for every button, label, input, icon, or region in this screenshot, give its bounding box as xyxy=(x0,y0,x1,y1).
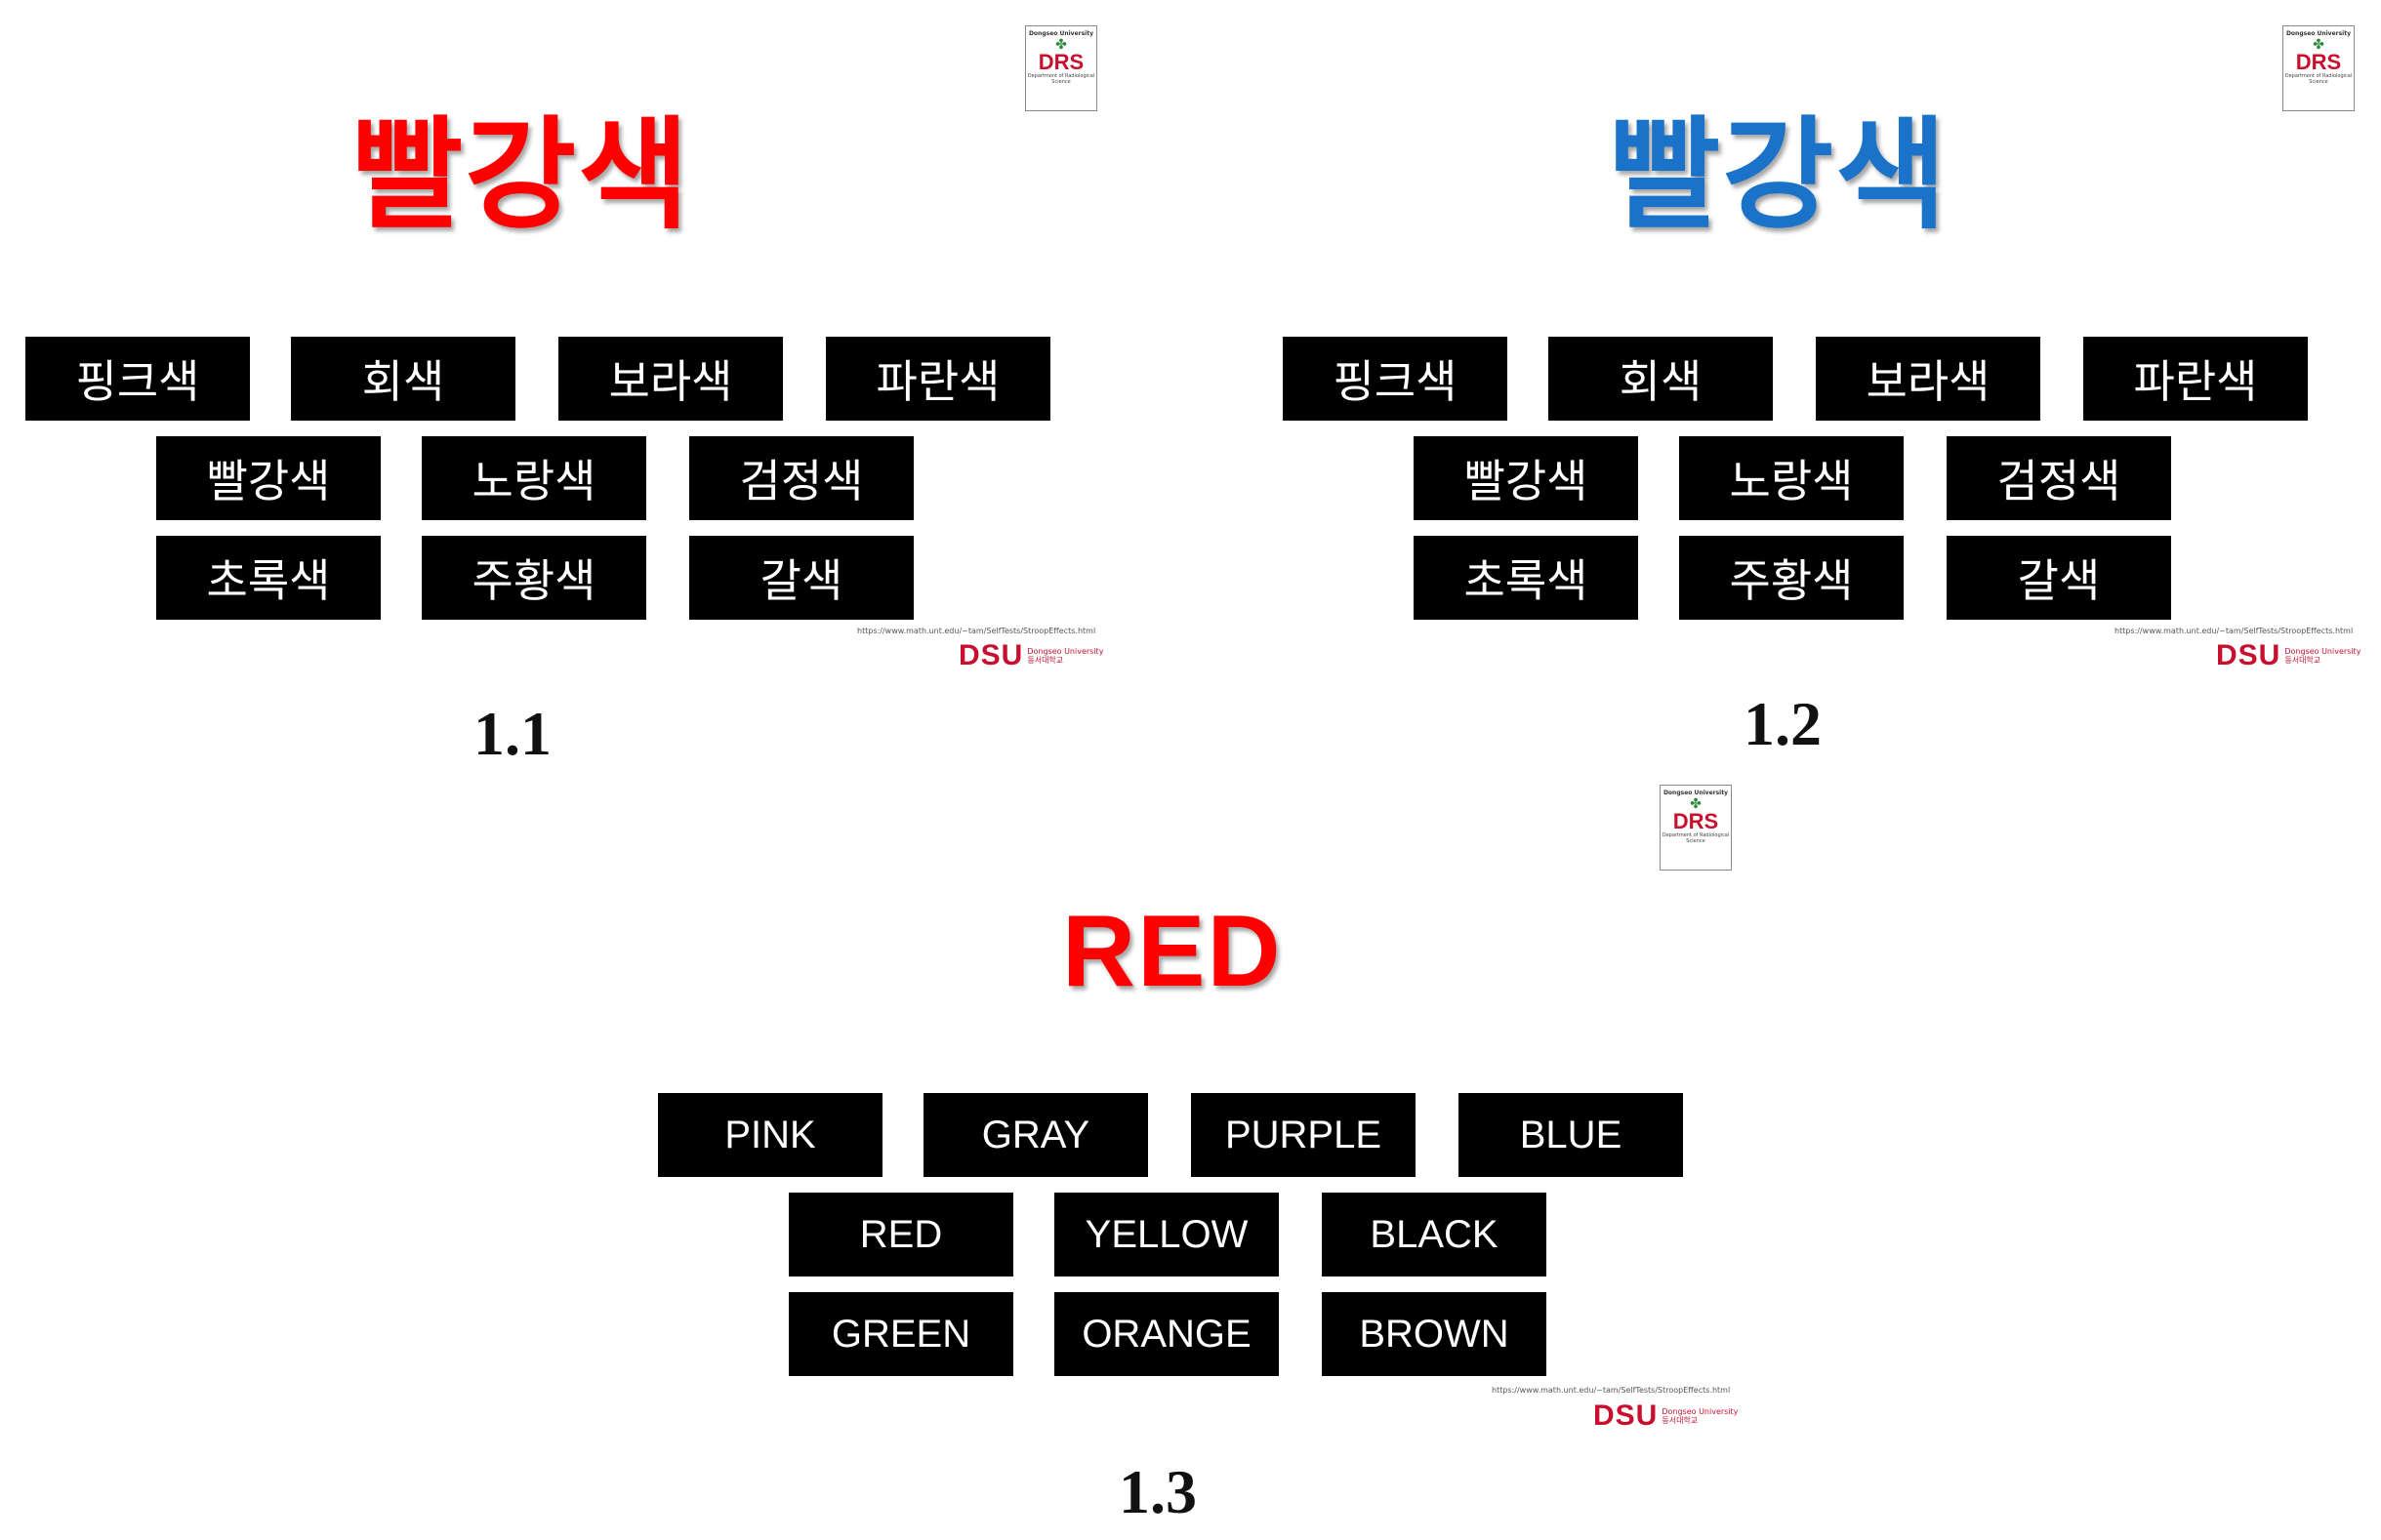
word-tile[interactable]: 초록색 xyxy=(156,536,381,620)
dsu-logo: DSU Dongseo University 동서대학교 xyxy=(1593,1399,1738,1433)
molecule-icon: ✤ xyxy=(1055,37,1067,53)
word-tile[interactable]: YELLOW xyxy=(1054,1193,1279,1277)
word-tile[interactable]: 핑크색 xyxy=(1283,337,1507,421)
drs-logo: Dongseo University ✤ DRS Department of R… xyxy=(2282,25,2355,111)
dsu-logo-mark: DSU xyxy=(1593,1399,1659,1432)
stimulus-word: 빨강색 xyxy=(351,105,692,246)
word-tile[interactable]: 회색 xyxy=(1548,337,1773,421)
stroop-panel-1-1: Dongseo University ✤ DRS Department of R… xyxy=(0,0,1171,768)
word-tile[interactable]: ORANGE xyxy=(1054,1292,1279,1376)
stroop-panel-1-2: Dongseo University ✤ DRS Department of R… xyxy=(1257,0,2381,758)
source-url: https://www.math.unt.edu/~tam/SelfTests/… xyxy=(857,627,1096,635)
dsu-logo: DSU Dongseo University 동서대학교 xyxy=(959,639,1103,672)
word-tile[interactable]: 파란색 xyxy=(826,337,1050,421)
word-tile-grid: 핑크색 회색 보라색 파란색 빨강색 노랑색 검정색 초록색 주황색 갈색 xyxy=(1283,337,2357,629)
word-tile[interactable]: 보라색 xyxy=(558,337,783,421)
panel-label: 1.3 xyxy=(1119,1457,1197,1526)
source-url: https://www.math.unt.edu/~tam/SelfTests/… xyxy=(1492,1386,1731,1395)
molecule-icon: ✤ xyxy=(1690,796,1702,812)
word-tile[interactable]: BROWN xyxy=(1322,1292,1546,1376)
stimulus-word: RED xyxy=(1062,895,1283,1008)
stimulus-word: 빨강색 xyxy=(1609,105,1950,246)
word-tile[interactable]: 노랑색 xyxy=(1679,436,1904,520)
drs-logo-top-text: Dongseo University xyxy=(1028,30,1094,37)
drs-logo-mark: DRS xyxy=(1038,50,1085,74)
word-tile[interactable]: 보라색 xyxy=(1816,337,2040,421)
word-tile[interactable]: 핑크색 xyxy=(25,337,250,421)
source-url: https://www.math.unt.edu/~tam/SelfTests/… xyxy=(2114,627,2354,635)
word-tile[interactable]: 회색 xyxy=(291,337,515,421)
word-tile[interactable]: 검정색 xyxy=(1947,436,2171,520)
dsu-logo-text: Dongseo University 동서대학교 xyxy=(2284,647,2360,665)
dsu-logo-name-en: Dongseo University xyxy=(2284,647,2361,656)
dsu-logo-name-ko: 동서대학교 xyxy=(1662,1416,1699,1425)
word-tile[interactable]: GREEN xyxy=(789,1292,1013,1376)
word-tile[interactable]: RED xyxy=(789,1193,1013,1277)
dsu-logo-name-en: Dongseo University xyxy=(1662,1407,1739,1416)
word-tile[interactable]: 초록색 xyxy=(1414,536,1638,620)
drs-logo-top-text: Dongseo University xyxy=(2285,30,2352,37)
drs-logo-mark: DRS xyxy=(2295,50,2342,74)
word-tile[interactable]: BLUE xyxy=(1458,1093,1683,1177)
word-tile[interactable]: 갈색 xyxy=(689,536,914,620)
word-tile[interactable]: PINK xyxy=(658,1093,883,1177)
word-tile[interactable]: 갈색 xyxy=(1947,536,2171,620)
panel-label: 1.2 xyxy=(1744,689,1822,758)
word-tile-grid: 핑크색 회색 보라색 파란색 빨강색 노랑색 검정색 초록색 주황색 갈색 xyxy=(25,337,1099,629)
dsu-logo-mark: DSU xyxy=(959,639,1024,671)
word-tile[interactable]: GRAY xyxy=(924,1093,1148,1177)
word-tile[interactable]: 노랑색 xyxy=(422,436,646,520)
dsu-logo-name-ko: 동서대학교 xyxy=(2284,656,2321,665)
dsu-logo: DSU Dongseo University 동서대학교 xyxy=(2216,639,2360,672)
word-tile[interactable]: 파란색 xyxy=(2083,337,2308,421)
word-tile[interactable]: BLACK xyxy=(1322,1193,1546,1277)
drs-logo-mark: DRS xyxy=(1672,809,1719,833)
drs-logo-bottom-text: Department of Radiological Science xyxy=(2284,73,2353,85)
dsu-logo-name-ko: 동서대학교 xyxy=(1027,656,1064,665)
drs-logo: Dongseo University ✤ DRS Department of R… xyxy=(1660,785,1732,871)
drs-logo-top-text: Dongseo University xyxy=(1663,790,1729,796)
dsu-logo-text: Dongseo University 동서대학교 xyxy=(1662,1407,1738,1425)
word-tile[interactable]: 주황색 xyxy=(1679,536,1904,620)
stroop-panel-1-3: Dongseo University ✤ DRS Department of R… xyxy=(633,761,1804,1526)
word-tile[interactable]: 검정색 xyxy=(689,436,914,520)
drs-logo-bottom-text: Department of Radiological Science xyxy=(1027,73,1095,85)
word-tile[interactable]: 빨강색 xyxy=(156,436,381,520)
panel-label: 1.1 xyxy=(473,699,552,768)
drs-logo-bottom-text: Department of Radiological Science xyxy=(1662,832,1730,844)
dsu-logo-text: Dongseo University 동서대학교 xyxy=(1027,647,1103,665)
molecule-icon: ✤ xyxy=(2313,37,2324,53)
dsu-logo-name-en: Dongseo University xyxy=(1027,647,1104,656)
drs-logo: Dongseo University ✤ DRS Department of R… xyxy=(1025,25,1097,111)
word-tile[interactable]: 빨강색 xyxy=(1414,436,1638,520)
word-tile[interactable]: 주황색 xyxy=(422,536,646,620)
word-tile[interactable]: PURPLE xyxy=(1191,1093,1416,1177)
dsu-logo-mark: DSU xyxy=(2216,639,2281,671)
word-tile-grid: PINK GRAY PURPLE BLUE RED YELLOW BLACK G… xyxy=(658,1093,1732,1386)
